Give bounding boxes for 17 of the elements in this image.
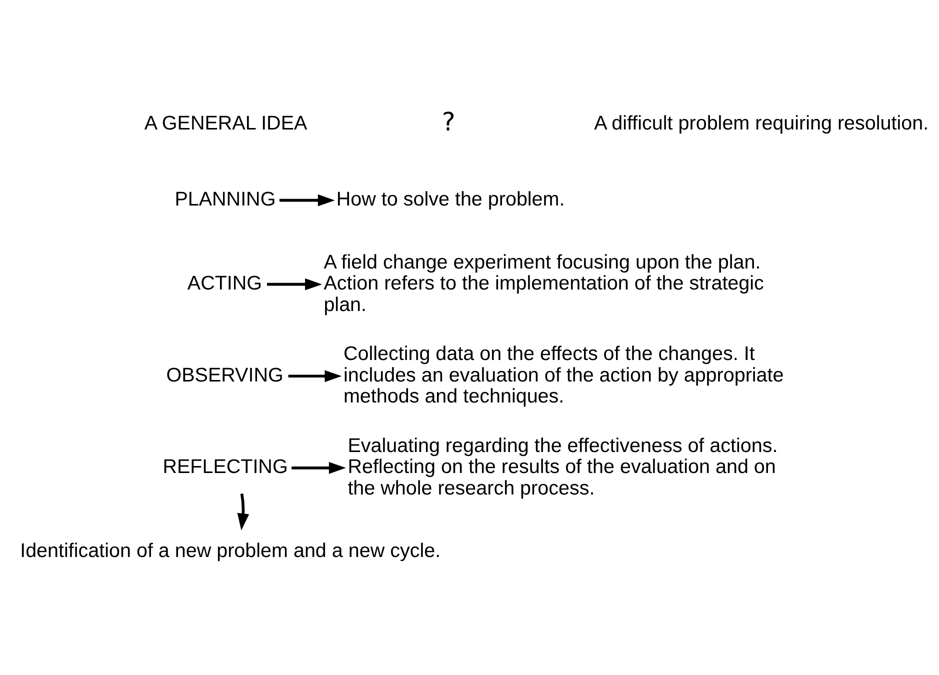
label: ? (442, 106, 456, 136)
arrow (237, 492, 250, 530)
arrow (267, 278, 322, 290)
node-text: ACTING (187, 272, 262, 294)
node-text: A GENERAL IDEA (144, 112, 308, 134)
node-text: Collecting data on the effects of the changes. It includes an evaluation of the action by appropriate methods and techniques. (343, 342, 784, 408)
node-text: A field change experiment focusing upon the plan. Action refers to the implementation of the strategic plan. (324, 250, 764, 316)
node-text: Evaluating regarding the effectiveness of actions. Reflecting on the results of the evaluation and on the whole research process. (348, 434, 778, 499)
node-text: PLANNING (174, 188, 276, 210)
node-text: A difficult problem requiring resolution. (594, 112, 929, 134)
arrow (279, 194, 335, 206)
arrow (288, 370, 342, 382)
node-text: OBSERVING (166, 364, 284, 386)
node-text: REFLECTING (162, 456, 288, 478)
node-text: How to solve the problem. (336, 188, 565, 210)
arrow (292, 461, 346, 474)
node-text: Identification of a new problem and a new cycle. (20, 540, 441, 562)
